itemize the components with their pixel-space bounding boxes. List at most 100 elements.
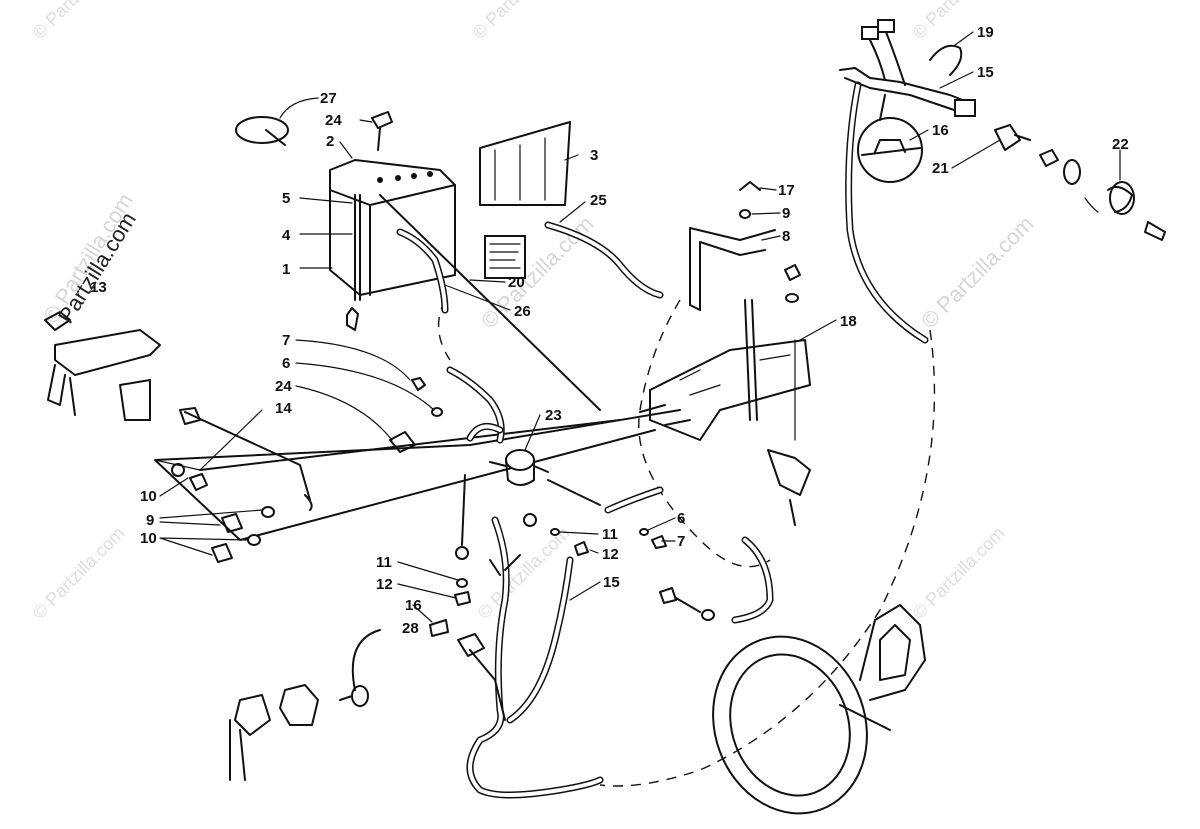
watermark-top-center: © Partzilla.com xyxy=(469,0,569,43)
solenoid-assembly xyxy=(389,366,774,624)
callout-20: 20 xyxy=(508,274,525,291)
nut-bracket xyxy=(784,264,801,281)
callout-22: 22 xyxy=(1112,136,1129,153)
clip-16-lower xyxy=(429,619,449,637)
callout-12-left: 12 xyxy=(376,576,393,593)
callout-15-upper: 15 xyxy=(977,64,994,81)
dashed-routing-lines xyxy=(437,299,936,787)
washer-9-top xyxy=(739,209,751,219)
detail-circle-16 xyxy=(857,117,923,183)
bracket-left xyxy=(54,329,161,376)
ring-inner xyxy=(729,653,851,797)
battery-bracket xyxy=(639,181,811,526)
nut-10a xyxy=(189,473,208,491)
callout-21: 21 xyxy=(932,160,949,177)
cap-24 xyxy=(371,111,393,129)
connector-right xyxy=(954,99,976,117)
watermark-bottom-right: © Partzilla.com xyxy=(909,523,1009,623)
washer-right xyxy=(1063,159,1081,185)
bracket-8 xyxy=(689,227,776,311)
connector-lower xyxy=(457,633,485,657)
screw-lower xyxy=(789,499,796,526)
watermark-right: © Partzilla.com xyxy=(916,211,1039,334)
connector-top-1 xyxy=(861,26,879,40)
callout-14: 14 xyxy=(275,400,292,417)
battery-top xyxy=(329,159,456,206)
callout-11-left: 11 xyxy=(376,554,392,571)
ring-outer xyxy=(712,635,868,815)
callout-24-lower: 24 xyxy=(275,378,292,395)
callout-17: 17 xyxy=(778,182,795,199)
ignition-switch-21 xyxy=(994,124,1021,151)
callout-11-right: 11 xyxy=(602,526,618,543)
callout-23: 23 xyxy=(545,407,562,424)
callout-6-lower: 6 xyxy=(677,510,685,527)
left-mounts xyxy=(44,311,681,563)
routing-line-right-harness xyxy=(599,329,936,787)
solenoid-23 xyxy=(505,449,535,471)
nut-10c xyxy=(211,543,233,563)
callout-12-right: 12 xyxy=(602,546,619,563)
callout-13: 13 xyxy=(90,279,107,296)
callout-15-lower: 15 xyxy=(603,574,620,591)
callout-24-top: 24 xyxy=(325,112,342,129)
boot-24 xyxy=(389,431,416,453)
bracket-left-2 xyxy=(119,379,151,421)
callout-5: 5 xyxy=(282,190,290,207)
plate-18 xyxy=(649,339,811,441)
watermark-bottom-left: © Partzilla.com xyxy=(29,523,129,623)
callout-10-upper: 10 xyxy=(140,488,157,505)
callout-9-lower: 9 xyxy=(146,512,154,529)
callout-18: 18 xyxy=(840,313,857,330)
callout-27: 27 xyxy=(320,90,337,107)
callout-19: 19 xyxy=(977,24,994,41)
routing-line-positive xyxy=(638,299,771,568)
connector-top-2 xyxy=(877,19,895,33)
switch-body xyxy=(279,684,319,726)
callout-8: 8 xyxy=(782,228,790,245)
callout-25: 25 xyxy=(590,192,607,209)
callouts: 27 24 2 3 5 4 1 25 20 26 17 9 8 18 13 7 … xyxy=(90,24,1129,637)
screw-13 xyxy=(44,311,71,331)
cable-14 xyxy=(184,411,311,501)
recoil-ring-assembly xyxy=(712,604,926,815)
battery-body-1 xyxy=(329,184,456,296)
switch-28-assembly xyxy=(229,629,381,781)
callout-4: 4 xyxy=(282,227,291,244)
wing-nut-17 xyxy=(739,181,761,191)
callout-3: 3 xyxy=(590,147,598,164)
callout-16-upper: 16 xyxy=(932,122,949,139)
strap-27 xyxy=(235,116,289,144)
callout-28: 28 xyxy=(402,620,419,637)
callout-26: 26 xyxy=(514,303,531,320)
nut-7a xyxy=(411,377,426,391)
callout-2: 2 xyxy=(326,133,334,150)
battery-assembly xyxy=(235,111,664,411)
key-right xyxy=(1144,221,1166,241)
callout-6-upper: 6 xyxy=(282,355,290,372)
watermark-bottom-center: © Partzilla.com xyxy=(474,523,574,623)
wire-tie-19 xyxy=(929,44,963,76)
grip-housing xyxy=(859,604,926,701)
nut-10b xyxy=(221,513,243,533)
leader-lines xyxy=(154,31,1121,623)
callout-16-lower: 16 xyxy=(405,597,422,614)
harness-right-branch xyxy=(839,67,976,106)
lower-harness xyxy=(429,516,604,799)
label-20 xyxy=(484,235,526,279)
clip-lower xyxy=(767,449,811,496)
pad-3 xyxy=(479,121,571,206)
washer-bracket xyxy=(785,293,799,303)
key-switch-assembly xyxy=(839,19,1166,344)
callout-9-top: 9 xyxy=(782,205,790,222)
vent-tube-4 xyxy=(354,194,361,301)
nut-right xyxy=(1039,149,1059,167)
callout-1: 1 xyxy=(282,261,290,278)
callout-7-lower: 7 xyxy=(677,533,685,550)
spring-washer-22 xyxy=(1109,181,1135,215)
callout-10-lower: 10 xyxy=(140,530,157,547)
switch-housing xyxy=(234,694,271,736)
callout-7-upper: 7 xyxy=(282,332,290,349)
watermark-top-left: © Partzilla.com xyxy=(29,0,129,43)
